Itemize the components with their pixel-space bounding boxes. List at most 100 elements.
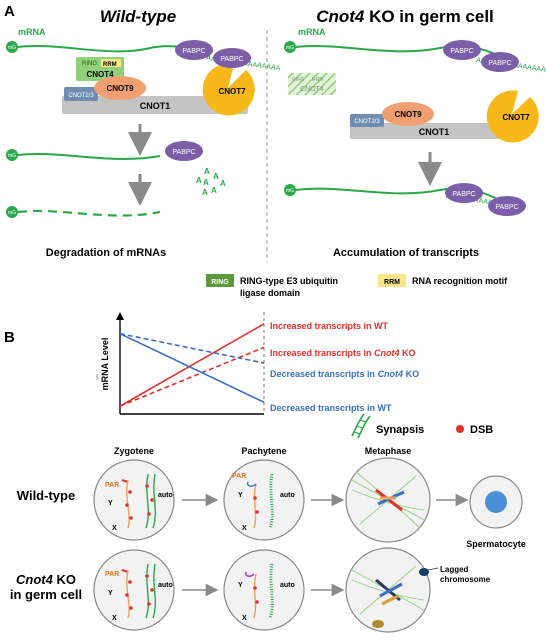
chart-y-tick: I (96, 373, 98, 382)
ko-cap-icon-2: mG (284, 184, 296, 196)
row-ko-line1: Cnot4 KO (16, 572, 76, 587)
wt-cnot9-label: CNOT9 (106, 84, 134, 93)
ko-cnot7 (486, 90, 539, 143)
wt-pabpc-free-label: PABPC (172, 149, 195, 156)
legend-rrm-swatch-label: RRM (384, 279, 400, 286)
ko-pabpc-4 (488, 196, 526, 216)
svg-text:PAR: PAR (105, 571, 119, 578)
svg-text:mG: mG (286, 45, 294, 51)
ko-mrna-label: mRNA (298, 27, 326, 37)
svg-text:Y: Y (238, 492, 243, 499)
legend-ring-text-2: ligase domain (240, 288, 300, 298)
legend-ring-swatch-label: RING (211, 279, 229, 286)
wt-cnot1 (62, 96, 248, 114)
wt-cnot23 (64, 87, 98, 101)
svg-text:auto: auto (280, 582, 295, 589)
ko-mrna-strand (295, 45, 501, 57)
wt-cnot4-ring: RING (82, 61, 97, 67)
line-inc-wt (119, 323, 265, 407)
svg-text:Y: Y (108, 590, 113, 597)
spermatocyte-label: Spermatocyte (466, 539, 526, 549)
label-inc-ko: Increased transcripts in Cnot4 KO (270, 348, 416, 358)
synapsis-icon (351, 413, 371, 439)
ko-cnot23 (350, 114, 384, 127)
panel-a-letter: A (4, 3, 15, 20)
wt-pabpc-1 (175, 40, 213, 60)
ko-pabpc-1 (443, 40, 481, 60)
panel-b-letter: B (4, 329, 15, 346)
line-dec-wt (119, 332, 265, 403)
ko-zygotene-cell: PAR Y X auto (93, 549, 175, 631)
ko-pabpc-2 (481, 52, 519, 72)
ko-pachytene-cell: Y X auto (223, 549, 305, 631)
svg-text:X: X (112, 615, 117, 622)
svg-text:A: A (213, 172, 219, 181)
wt-cnot23-label: CNOT2/3 (68, 93, 94, 99)
ko-pabpc-3-label: PABPC (452, 191, 475, 198)
svg-text:A: A (211, 186, 217, 195)
lagged-pointer (427, 567, 439, 571)
ko-pabpc-4-label: PABPC (495, 204, 518, 211)
wt-cnot4-rrm: RRM (103, 62, 117, 68)
label-dec-ko: Decreased transcripts in Cnot4 KO (270, 369, 419, 379)
wt-pabpc-1-label: PABPC (182, 48, 205, 55)
svg-text:auto: auto (280, 492, 295, 499)
svg-text:auto: auto (158, 582, 173, 589)
svg-text:mG: mG (8, 210, 16, 216)
wt-pabpc-free (165, 141, 203, 161)
legend-ring-swatch (206, 274, 234, 287)
wt-cnot1-label: CNOT1 (140, 101, 171, 111)
svg-text:A: A (202, 188, 208, 197)
wt-cnot4-rrm-box (101, 59, 121, 67)
stage-zygotene: Zygotene (114, 446, 154, 456)
chart-y-arrow (116, 312, 124, 320)
stage-metaphase: Metaphase (365, 446, 412, 456)
wt-cnot7 (202, 63, 255, 116)
wt-cnot4-label: CNOT4 (86, 70, 114, 79)
spermatocyte-cell (469, 475, 523, 529)
line-inc-ko (119, 346, 265, 407)
wt-zygotene-cell: PAR Y X auto (93, 459, 175, 541)
ko-metaphase-cell (345, 547, 431, 633)
svg-text:mG: mG (8, 45, 16, 51)
mrna-level-chart: mRNA Level I (96, 312, 265, 415)
dsb-dot-icon (456, 425, 464, 433)
svg-text:A: A (196, 176, 202, 185)
stage-pachytene: Pachytene (241, 446, 286, 456)
chart-y-label: mRNA Level (100, 338, 110, 391)
cnot4-ko-title: Cnot4 KO in germ cell (316, 7, 494, 26)
wt-mrna-label: mRNA (18, 27, 46, 37)
row-ko-line2: in germ cell (10, 587, 82, 602)
svg-text:X: X (242, 525, 247, 532)
ko-cnot1 (350, 123, 512, 139)
ko-cnot4-ring: RING (292, 77, 305, 83)
ko-pabpc-1-label: PABPC (450, 48, 473, 55)
ko-stable-mrna (295, 187, 501, 201)
line-dec-ko (119, 332, 265, 364)
wt-cap-icon: mG (6, 41, 18, 53)
legend-rrm-text: RNA recognition motif (412, 276, 508, 286)
wt-metaphase-cell (345, 457, 431, 543)
row-wild-type: Wild-type (17, 488, 75, 503)
svg-text:PAR: PAR (232, 473, 246, 480)
ko-cap-icon: mG (284, 41, 296, 53)
label-dec-wt: Decreased transcripts in WT (270, 403, 392, 413)
wt-cap-icon-2: mG (6, 149, 18, 161)
svg-text:X: X (242, 615, 247, 622)
lagged-label-1: Lagged (440, 565, 469, 574)
ko-cnot1-label: CNOT1 (419, 127, 450, 137)
svg-text:Y: Y (108, 500, 113, 507)
ko-pabpc-3 (445, 183, 483, 203)
svg-text:X: X (112, 525, 117, 532)
wt-pabpc-2-label: PABPC (220, 56, 243, 63)
legend-synapsis: Synapsis (376, 424, 424, 436)
ko-pabpc-2-label: PABPC (488, 60, 511, 67)
svg-text:A: A (204, 167, 210, 176)
wt-cnot9 (94, 76, 146, 100)
label-inc-wt: Increased transcripts in WT (270, 321, 389, 331)
released-adenosines: A A A A A A A (196, 167, 226, 197)
legend-dsb: DSB (470, 424, 493, 436)
svg-text:mG: mG (286, 188, 294, 194)
svg-text:Y: Y (238, 582, 243, 589)
